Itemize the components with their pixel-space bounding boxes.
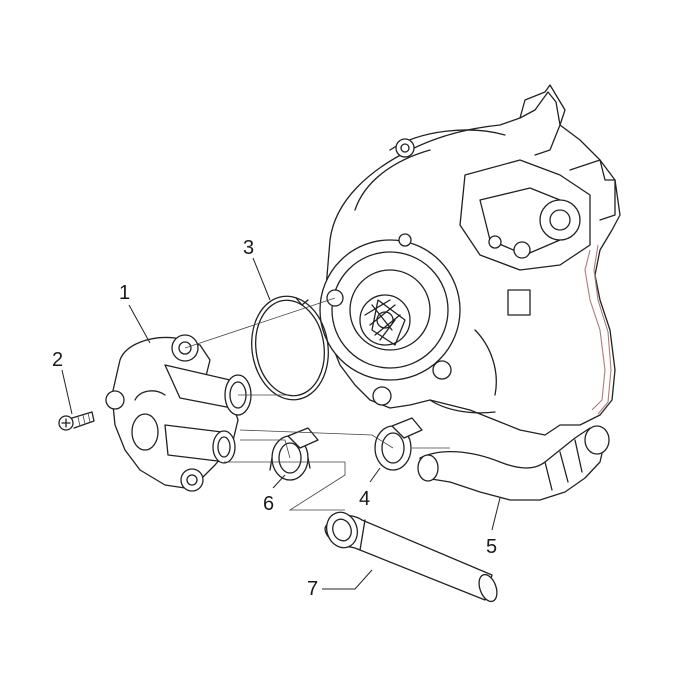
callout-2: 2 [52,349,64,371]
part-1-cover [105,334,252,492]
part-7-hose [324,511,498,603]
callout-7: 7 [307,578,319,600]
callout-1: 1 [119,282,131,304]
part-6-clamp [269,427,319,481]
part-5-hose [417,425,610,501]
assembly-guide-lines [184,297,450,511]
callout-leaders [61,257,501,590]
engine-housing [319,84,621,436]
callout-6: 6 [263,493,275,515]
callout-5: 5 [486,536,498,558]
part-4-clamp [374,417,423,471]
callout-3: 3 [243,237,255,259]
callout-4: 4 [359,488,371,510]
part-2-screw [58,411,95,431]
impeller [364,299,406,346]
part-3-o-ring [251,295,329,401]
